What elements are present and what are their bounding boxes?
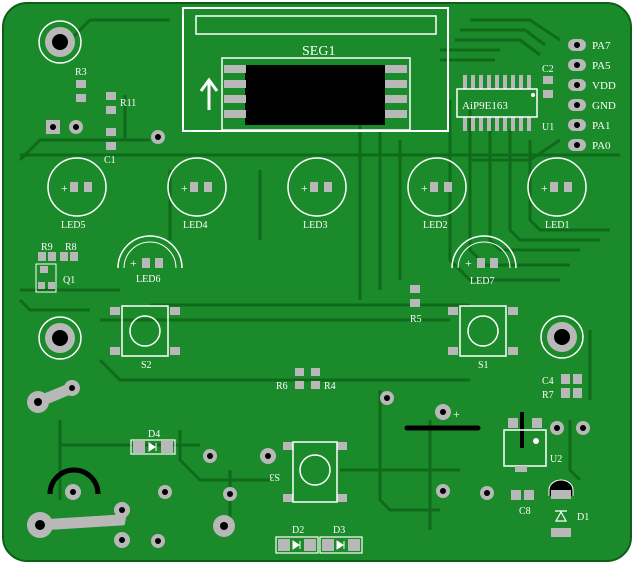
led-plus: +	[465, 256, 472, 270]
via-pads-top-left	[46, 120, 165, 144]
diode-d2: D2	[275, 525, 319, 554]
power-pads-left	[27, 380, 130, 548]
capacitor-c8: C8	[511, 490, 534, 517]
resistor-r11: R11	[106, 92, 136, 114]
capacitor-c4: C4	[542, 374, 582, 387]
transistor-q1: Q1	[35, 263, 75, 293]
capacitor-c2: C2	[542, 64, 554, 98]
resistor-r7: R7	[542, 388, 582, 401]
ic-ref: U1	[542, 122, 554, 133]
r7-label: R7	[542, 390, 554, 401]
s2-label: S2	[141, 360, 152, 371]
d3-label: D3	[333, 525, 345, 536]
switch-s3: S3	[269, 441, 347, 503]
led-5: + LED5	[47, 157, 107, 231]
led-3: + LED3	[287, 157, 347, 231]
pin-label: PA1	[592, 120, 611, 132]
led-1: + LED1	[527, 157, 587, 231]
u2-label: U2	[550, 454, 562, 465]
pin-label: PA7	[592, 40, 611, 52]
pin-label: VDD	[592, 80, 616, 92]
led-4: + LED4	[167, 157, 227, 231]
header-pins: PA7 PA5 VDD GND PA1 PA0	[568, 39, 616, 152]
led1-label: LED1	[545, 220, 569, 231]
c1-label: C1	[104, 155, 116, 166]
c8-label: C8	[519, 506, 531, 517]
r6-label: R6	[276, 381, 288, 392]
switch-s2: S2	[110, 305, 180, 371]
r8-label: R8	[65, 242, 77, 253]
ic-label: AiP9E163	[462, 100, 508, 112]
resistor-r8: R8	[60, 242, 78, 261]
diode-d3: D3	[319, 525, 363, 554]
resistor-r4: R4	[311, 368, 336, 392]
header-pin-5: PA1	[568, 119, 611, 132]
r11-label: R11	[120, 98, 136, 109]
d2-label: D2	[292, 525, 304, 536]
diode-d1: D1	[548, 479, 589, 537]
d4-label: D4	[148, 429, 160, 440]
led3-label: LED3	[303, 220, 327, 231]
d1-label: D1	[577, 512, 589, 523]
copper-traces	[18, 18, 620, 530]
via-pads-middle	[151, 391, 590, 548]
mounting-hole-top-left	[38, 20, 82, 64]
pin-label: PA0	[592, 140, 611, 152]
mounting-hole-middle-right	[540, 315, 584, 359]
r5-label: R5	[410, 314, 422, 325]
led-plus: +	[301, 181, 308, 195]
led-plus: +	[130, 256, 137, 270]
led-plus: +	[61, 181, 68, 195]
r4-label: R4	[324, 381, 336, 392]
resistor-r3: R3	[75, 67, 87, 102]
s1-label: S1	[478, 360, 489, 371]
led6-label: LED6	[136, 274, 160, 285]
plus-sign: +	[453, 407, 460, 421]
led-plus: +	[181, 181, 188, 195]
pin-label: PA5	[592, 60, 611, 72]
switch-s1: S1	[448, 305, 518, 371]
resistor-r9: R9	[38, 242, 56, 261]
c4-label: C4	[542, 376, 554, 387]
header-pin-1: PA7	[568, 39, 611, 52]
ic-u1: AiP9E163 U1	[456, 75, 554, 133]
resistor-r6: R6	[276, 368, 304, 392]
display-seg1: SEG1	[182, 7, 449, 132]
r3-label: R3	[75, 67, 87, 78]
up-arrow-icon	[199, 77, 219, 110]
s3-label: S3	[269, 471, 280, 482]
regulator-u2: U2	[503, 412, 562, 472]
capacitor-c1: C1	[104, 128, 116, 166]
led2-label: LED2	[423, 220, 447, 231]
q1-label: Q1	[63, 275, 75, 286]
header-pin-2: PA5	[568, 59, 611, 72]
c2-label: C2	[542, 64, 554, 75]
led5-label: LED5	[61, 220, 85, 231]
display-label: SEG1	[302, 44, 335, 59]
header-pin-6: PA0	[568, 139, 611, 152]
led-plus: +	[541, 181, 548, 195]
pin-label: GND	[592, 100, 616, 112]
r9-label: R9	[41, 242, 53, 253]
mounting-hole-middle-left	[38, 316, 82, 360]
led-2: + LED2	[407, 157, 467, 231]
polarity-marker: +	[404, 407, 481, 431]
led7-label: LED7	[470, 276, 494, 287]
led-7: + LED7	[451, 235, 517, 287]
resistor-r5: R5	[410, 285, 422, 325]
led-plus: +	[421, 181, 428, 195]
mounting-holes	[38, 20, 584, 360]
header-pin-3: VDD	[568, 79, 616, 92]
led4-label: LED4	[183, 220, 207, 231]
led-6: + LED6	[117, 235, 183, 285]
diode-d4: D4	[130, 429, 176, 455]
header-pin-4: GND	[568, 99, 616, 112]
